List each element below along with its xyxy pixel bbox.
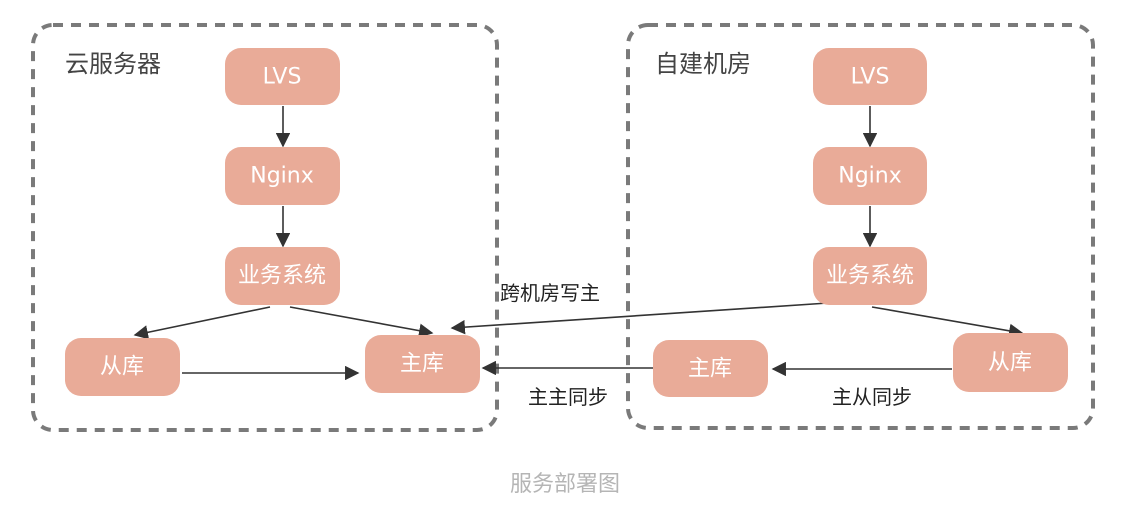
cross-write-label: 跨机房写主 — [500, 281, 600, 305]
cloud-master-node: 主库 — [365, 335, 480, 393]
arrow-app-slave-cloud — [133, 306, 271, 340]
cloud-app-node: 业务系统 — [225, 247, 340, 305]
idc-app-node: 业务系统 — [813, 247, 927, 305]
svg-text:从库: 从库 — [988, 351, 1032, 376]
idc-container — [626, 23, 1095, 430]
idc-title: 自建机房 — [655, 50, 751, 78]
svg-text:Nginx: Nginx — [250, 164, 314, 189]
svg-text:业务系统: 业务系统 — [238, 264, 326, 289]
cloud-title: 云服务器 — [65, 50, 161, 78]
idc-master-node: 主库 — [653, 340, 768, 397]
idc-lvs-node: LVS — [813, 48, 927, 105]
svg-text:业务系统: 业务系统 — [826, 264, 914, 289]
cloud-container — [31, 23, 499, 432]
cloud-slave-node: 从库 — [65, 338, 180, 396]
svg-text:主库: 主库 — [688, 357, 732, 382]
caption: 服务部署图 — [510, 472, 620, 497]
master-master-label: 主主同步 — [528, 385, 608, 409]
arrow-app-master-cloud — [289, 306, 434, 338]
svg-text:LVS: LVS — [263, 65, 302, 90]
arrow-cross-write — [450, 302, 829, 335]
master-slave-label: 主从同步 — [832, 385, 912, 409]
idc-slave-node: 从库 — [953, 333, 1068, 392]
cloud-nginx-node: Nginx — [225, 147, 340, 205]
arrow-app-slave-idc — [871, 306, 1024, 338]
svg-text:Nginx: Nginx — [838, 164, 902, 189]
cloud-lvs-node: LVS — [225, 48, 340, 105]
svg-text:从库: 从库 — [100, 355, 144, 380]
idc-nginx-node: Nginx — [813, 147, 927, 205]
svg-text:LVS: LVS — [851, 65, 890, 90]
svg-text:主库: 主库 — [400, 352, 444, 377]
